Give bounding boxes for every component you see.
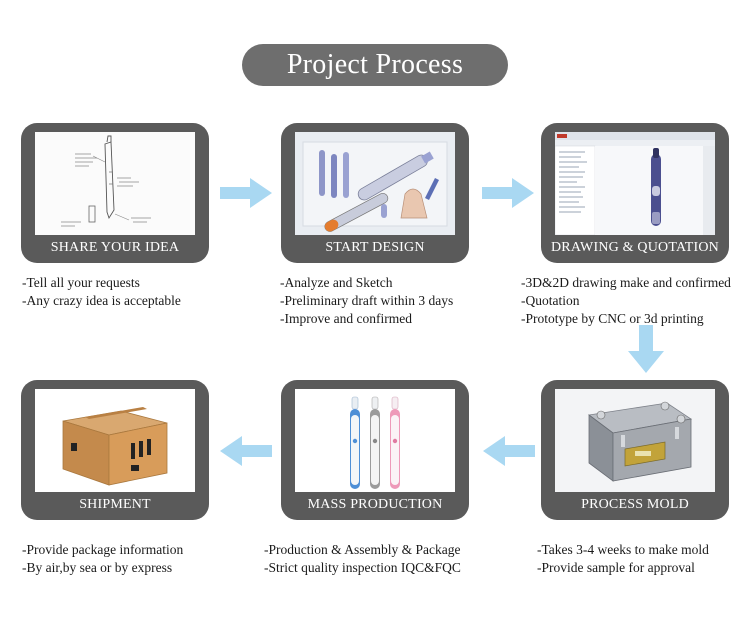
step-description-drawing-quotation: -3D&2D drawing make and confirmed -Quota… — [521, 275, 731, 326]
step-description-start-design: -Analyze and Sketch -Preliminary draft w… — [280, 275, 454, 326]
step-card-share-idea: SHARE YOUR IDEA — [21, 123, 209, 263]
step-description-share-idea: -Tell all your requests -Any crazy idea … — [22, 275, 181, 308]
step-caption: PROCESS MOLD — [581, 497, 689, 512]
step-card-process-mold: PROCESS MOLD — [541, 380, 729, 520]
design-sketch-icon — [295, 132, 455, 235]
step-description-process-mold: -Takes 3-4 weeks to make mold -Provide s… — [537, 542, 709, 575]
step-caption: DRAWING & QUOTATION — [551, 240, 719, 255]
step-description-mass-production: -Production & Assembly & Package -Strict… — [264, 542, 461, 575]
page-title: Project Process — [242, 44, 508, 86]
step-description-shipment: -Provide package information -By air,by … — [22, 542, 184, 575]
step-card-start-design: START DESIGN — [281, 123, 469, 263]
step-caption: START DESIGN — [325, 240, 425, 255]
toothbrushes-icon — [295, 389, 455, 492]
arrow-left-icon — [220, 436, 272, 466]
step-card-drawing-quotation: DRAWING & QUOTATION — [541, 123, 729, 263]
mold-icon — [555, 389, 715, 492]
step-card-mass-production: MASS PRODUCTION — [281, 380, 469, 520]
cad-software-icon — [555, 132, 715, 235]
step-caption: SHARE YOUR IDEA — [50, 240, 180, 255]
arrow-right-icon — [220, 178, 272, 208]
arrow-down-icon — [628, 325, 664, 373]
step-card-shipment: SHIPMENT — [21, 380, 209, 520]
cardboard-box-icon — [35, 389, 195, 492]
step-caption: SHIPMENT — [79, 497, 151, 512]
arrow-left-icon — [483, 436, 535, 466]
arrow-right-icon — [482, 178, 534, 208]
hand-sketch-icon — [35, 132, 195, 235]
step-caption: MASS PRODUCTION — [307, 497, 443, 512]
